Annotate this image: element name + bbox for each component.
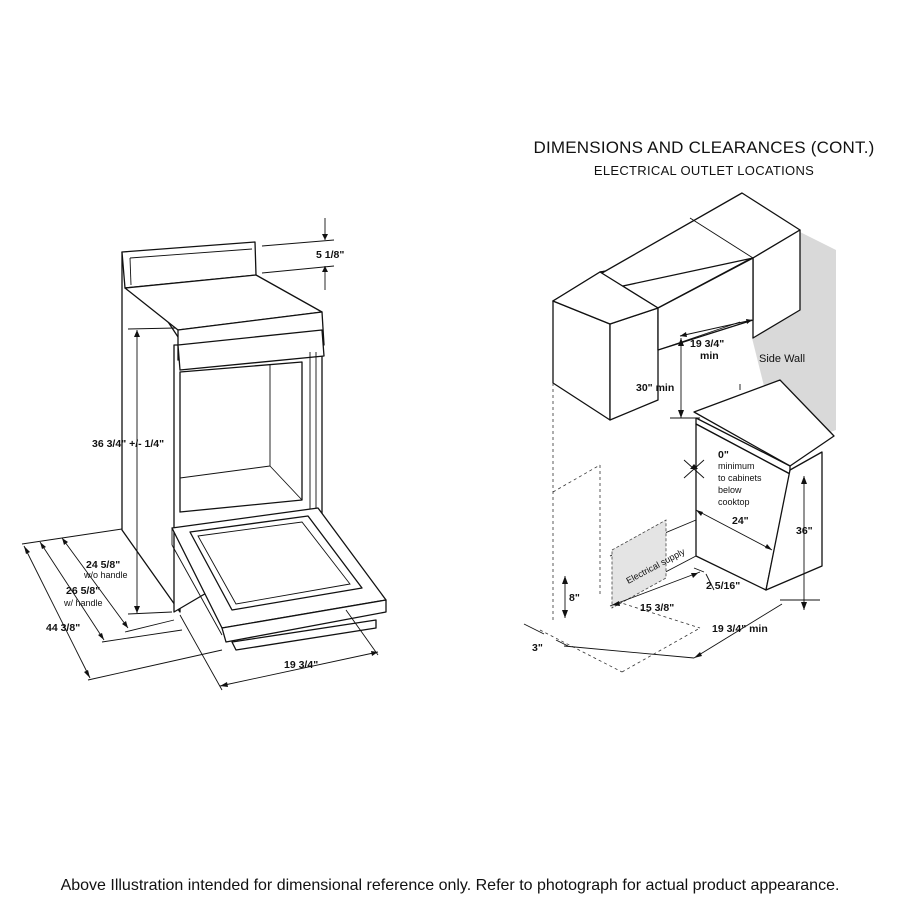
outlet-height-label: 8" — [569, 592, 580, 604]
opening-width-label: 19 3/4" min — [712, 623, 768, 635]
upper-opening-width-label: 19 3/4" — [690, 338, 724, 350]
cabinet-depth-label: 24" — [732, 515, 749, 527]
cabinet-clearance-label: 0" — [718, 449, 729, 461]
hood-clearance-label: 30" min — [636, 382, 674, 394]
disclaimer-note: Above Illustration intended for dimensio… — [60, 877, 840, 894]
side-wall-label: Side Wall — [759, 353, 805, 365]
page-title: DIMENSIONS AND CLEARANCES (CONT.) — [533, 138, 875, 157]
installation-drawing — [539, 192, 836, 673]
backguard-height-label: 5 1/8" — [316, 249, 344, 261]
width-label: 19 3/4" — [284, 659, 318, 671]
range-drawing — [121, 241, 387, 651]
depth-w-handle-note: w/ handle — [63, 598, 103, 608]
outlet-offset-side-label: 3" — [532, 642, 543, 654]
counter-height-label: 36" — [796, 525, 813, 537]
cooktop-height-label: 36 3/4" +/- 1/4" — [92, 438, 164, 450]
range-dimension-lines — [21, 218, 379, 691]
cabinet-clearance-note-2: to cabinets — [718, 473, 762, 483]
depth-w-handle-label: 26 5/8" — [66, 585, 100, 597]
depth-wo-handle-note: w/o handle — [83, 570, 128, 580]
cabinet-clearance-note-3: below — [718, 485, 742, 495]
upper-opening-note: min — [700, 350, 719, 362]
depth-wo-handle-label: 24 5/8" — [86, 559, 120, 571]
installation-dimension-lines — [523, 319, 820, 659]
outlet-width-label: 15 3/8" — [640, 602, 674, 614]
page-subtitle: ELECTRICAL OUTLET LOCATIONS — [593, 163, 815, 178]
outlet-offset-back-label: 2 5/16" — [706, 580, 740, 592]
cabinet-clearance-note-1: minimum — [718, 461, 755, 471]
cabinet-clearance-note-4: cooktop — [718, 497, 750, 507]
depth-door-open-label: 44 3/8" — [46, 622, 80, 634]
